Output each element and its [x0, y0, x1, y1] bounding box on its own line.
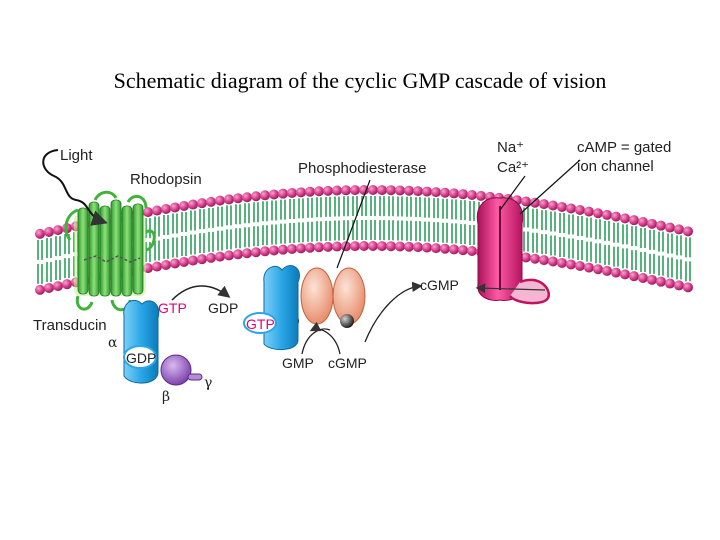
light-label: Light — [60, 147, 93, 164]
alpha-subunit-label: α — [108, 335, 118, 351]
gmp-label: GMP — [282, 355, 314, 371]
transducin-resting — [123, 300, 203, 386]
rhodopsin-label: Rhodopsin — [130, 171, 202, 188]
gdp-free-label: GDP — [208, 300, 238, 316]
gdp-bound-label: GDP — [126, 350, 156, 366]
phosphodiesterase-protein — [285, 179, 371, 328]
transducin-alpha-active — [243, 265, 300, 350]
rhodopsin-protein — [64, 190, 156, 312]
gtp-gdp-exchange-arrow — [171, 285, 231, 301]
ion-channel-protein — [476, 197, 550, 305]
beta-subunit-label: β — [162, 389, 170, 405]
gtp-free-label: GTP — [158, 300, 187, 316]
phosphodiesterase-label: Phosphodiesterase — [298, 160, 426, 177]
light-ray — [42, 149, 108, 226]
cgmp-to-channel-arrow — [364, 281, 423, 343]
ion-flow-lines — [475, 159, 581, 294]
channel-label-line1: cAMP = gated — [577, 139, 671, 156]
slide-title: Schematic diagram of the cyclic GMP casc… — [113, 68, 607, 93]
gtp-bound-label: GTP — [246, 316, 275, 332]
cgmp-channel-label: cGMP — [420, 277, 459, 293]
calcium-ion-label: Ca²⁺ — [497, 159, 529, 176]
hydrolysis-arrows — [301, 321, 341, 355]
transducin-label: Transducin — [33, 317, 107, 334]
sodium-ion-label: Na⁺ — [497, 139, 524, 156]
cgmp-pde-label: cGMP — [328, 355, 367, 371]
channel-label-line2: ion channel — [577, 158, 654, 175]
gamma-subunit-label: γ — [204, 375, 212, 391]
